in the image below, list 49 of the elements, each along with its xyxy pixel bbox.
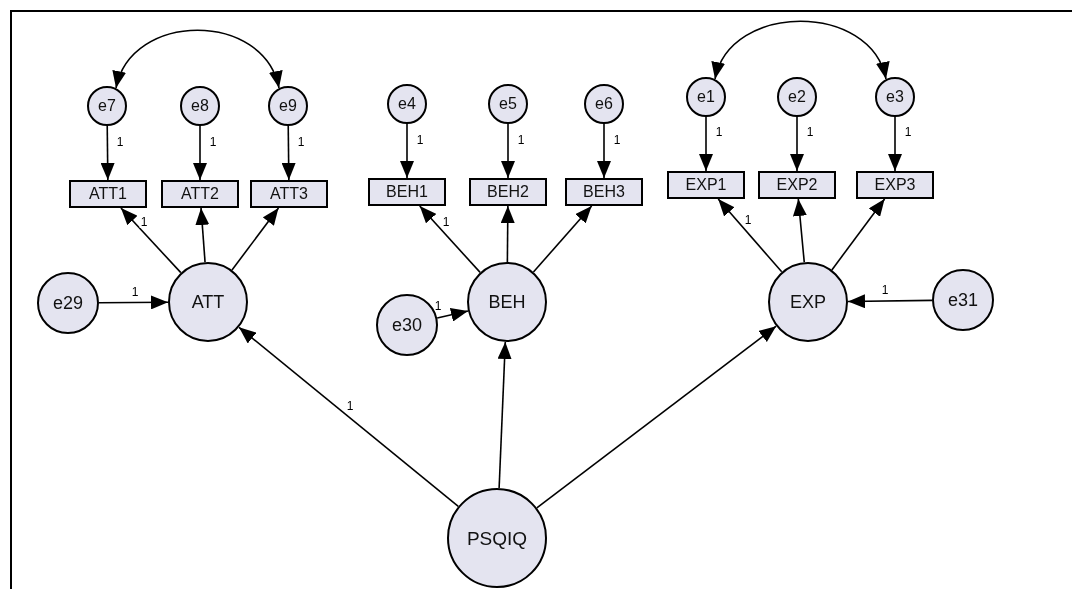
variable-box: ATT3 bbox=[250, 180, 328, 208]
arrow bbox=[231, 207, 280, 271]
edge-label: 1 bbox=[139, 216, 149, 228]
variable-box: EXP2 bbox=[758, 171, 836, 199]
arrow bbox=[532, 205, 593, 273]
arrow bbox=[418, 205, 481, 274]
arrow bbox=[699, 116, 713, 172]
variable-box: BEH3 bbox=[565, 178, 643, 206]
arrow bbox=[790, 116, 804, 172]
arrow bbox=[238, 326, 460, 508]
arrow bbox=[193, 125, 207, 181]
arrow bbox=[831, 198, 886, 271]
variable-box: ATT2 bbox=[161, 180, 239, 208]
edge-label: 1 bbox=[714, 126, 724, 138]
arrow bbox=[500, 205, 515, 263]
arrow bbox=[497, 341, 512, 489]
edge-label: 1 bbox=[296, 136, 306, 148]
arrow bbox=[888, 116, 902, 172]
edge-label: 1 bbox=[805, 126, 815, 138]
edge-label: 1 bbox=[130, 286, 140, 298]
arrow bbox=[281, 125, 296, 181]
variable-box: EXP3 bbox=[856, 171, 934, 199]
variable-box: BEH2 bbox=[469, 178, 547, 206]
edge-label: 1 bbox=[415, 134, 425, 146]
edge-label: 1 bbox=[115, 136, 125, 148]
variable-box: EXP1 bbox=[667, 171, 745, 199]
edge-label: 1 bbox=[516, 134, 526, 146]
arrow bbox=[717, 198, 783, 273]
arrow bbox=[792, 198, 807, 263]
arrow bbox=[195, 207, 210, 263]
edge-label: 1 bbox=[345, 400, 355, 412]
edge-label: 1 bbox=[903, 126, 913, 138]
arrow bbox=[120, 207, 182, 274]
covariance-arrow bbox=[714, 20, 887, 80]
arrow bbox=[100, 125, 115, 181]
edge-label: 1 bbox=[743, 214, 753, 226]
edge-label: 1 bbox=[441, 216, 451, 228]
edge-label: 1 bbox=[612, 134, 622, 146]
arrow bbox=[536, 325, 777, 509]
arrow bbox=[847, 294, 933, 309]
arrow bbox=[597, 123, 611, 179]
arrow bbox=[98, 295, 169, 310]
variable-box: BEH1 bbox=[368, 178, 446, 206]
variable-box: ATT1 bbox=[69, 180, 147, 208]
edge-label: 1 bbox=[208, 136, 218, 148]
arrow bbox=[400, 123, 414, 179]
edge-label: 1 bbox=[880, 284, 890, 296]
covariance-arrow bbox=[114, 29, 281, 89]
arrow bbox=[501, 123, 515, 179]
